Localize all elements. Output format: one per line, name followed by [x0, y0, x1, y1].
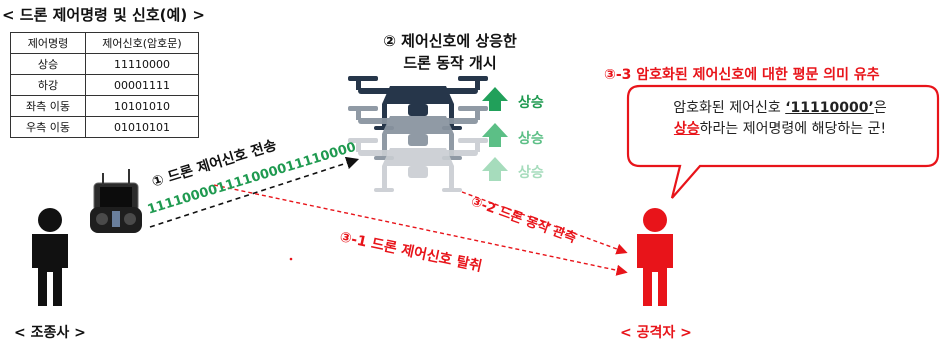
- step3-3-title: ③-3 암호화된 제어신호에 대한 평문 의미 유추: [604, 67, 880, 83]
- table-header-row: 제어명령 제어신호(암호문): [10, 32, 199, 54]
- table-cell-command: 우측 이동: [10, 116, 86, 138]
- drone-label-up: 상승: [518, 131, 544, 147]
- table-cell-signal: 01010101: [85, 116, 199, 138]
- command-table: 제어명령 제어신호(암호문) 상승 11110000 하강 00001111 좌…: [10, 32, 199, 138]
- bubble-line2-post: 하라는 제어명령에 해당하는 군!: [699, 121, 887, 137]
- operator-person-icon: [32, 208, 68, 306]
- stray-dot: [289, 257, 293, 261]
- transmit-arrow: [149, 156, 360, 228]
- attacker-person-icon: [637, 208, 673, 306]
- table-cell-signal: 00001111: [85, 74, 199, 96]
- bubble-text: 암호화된 제어신호 ‘11110000’은 상승하라는 제어명령에 해당하는 군…: [630, 98, 930, 140]
- attacker-label: < 공격자 >: [620, 325, 692, 341]
- bubble-text-pre: 암호화된 제어신호: [673, 100, 786, 116]
- bubble-code: ‘11110000’: [785, 100, 874, 116]
- bubble-line-2: 상승하라는 제어명령에 해당하는 군!: [630, 119, 930, 140]
- drone-label-up: 상승: [518, 95, 544, 111]
- drone-icon: [348, 138, 488, 192]
- remote-controller-icon: [90, 169, 142, 233]
- bubble-line-1: 암호화된 제어신호 ‘11110000’은: [630, 98, 930, 119]
- table-header-signal: 제어신호(암호문): [85, 32, 199, 54]
- step2-line1: ② 제어신호에 상응한: [383, 32, 517, 50]
- up-arrow-icon: [482, 157, 508, 181]
- diagram-title: < 드론 제어명령 및 신호(예) >: [2, 6, 205, 24]
- table-row: 우측 이동 01010101: [10, 116, 199, 138]
- bubble-text-post: 은: [873, 100, 887, 116]
- table-row: 하강 00001111: [10, 74, 199, 96]
- step2-label: ② 제어신호에 상응한 드론 동작 개시: [360, 30, 540, 74]
- observe-arrow: [461, 191, 628, 255]
- bubble-command: 상승: [673, 121, 700, 137]
- operator-label: < 조종사 >: [14, 325, 86, 341]
- intercept-arrow: [213, 184, 628, 276]
- drone-label-up: 상승: [518, 165, 544, 181]
- speech-bubble: [626, 84, 940, 199]
- step2-line2: 드론 동작 개시: [403, 54, 497, 72]
- up-arrow-icon: [482, 123, 508, 147]
- table-cell-signal: 10101010: [85, 95, 199, 117]
